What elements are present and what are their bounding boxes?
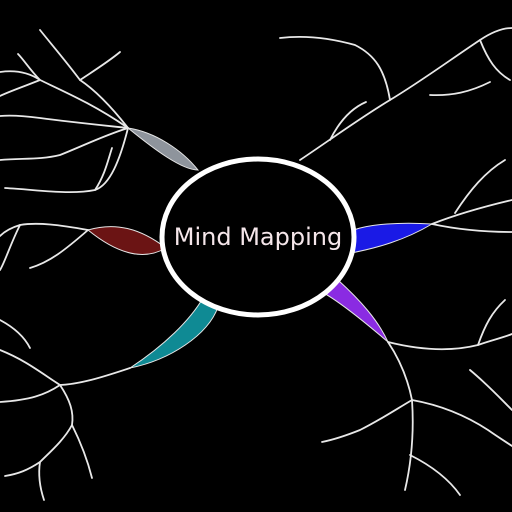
branch-lines bbox=[0, 27, 512, 501]
branch-line bbox=[0, 319, 31, 349]
branch-line bbox=[431, 223, 512, 233]
branch-right[interactable] bbox=[345, 222, 434, 255]
central-topic-ring[interactable] bbox=[159, 156, 357, 318]
branch-line bbox=[279, 35, 391, 101]
branch-line bbox=[38, 461, 45, 501]
branch-line bbox=[0, 70, 129, 129]
branch-line bbox=[299, 27, 512, 161]
branch-lower-left[interactable] bbox=[129, 297, 219, 369]
branch-line bbox=[477, 299, 506, 346]
branch-line bbox=[0, 79, 41, 97]
branch-line bbox=[321, 399, 413, 443]
branch-line bbox=[0, 222, 89, 237]
branch-line bbox=[479, 39, 511, 81]
branch-line bbox=[39, 29, 129, 129]
branch-line bbox=[17, 53, 41, 81]
branch-line bbox=[329, 101, 367, 141]
branch-line bbox=[4, 384, 74, 477]
branch-line bbox=[469, 369, 512, 411]
branch-line bbox=[0, 349, 131, 386]
branch-line bbox=[29, 229, 89, 269]
branch-line bbox=[431, 199, 512, 225]
branch-line bbox=[0, 127, 129, 161]
branch-line bbox=[0, 384, 61, 403]
branch-line bbox=[411, 399, 512, 447]
branch-line bbox=[409, 454, 461, 496]
branch-line bbox=[4, 127, 129, 194]
branch-line bbox=[0, 224, 21, 271]
branch-line bbox=[71, 424, 93, 479]
branch-line bbox=[387, 333, 512, 351]
branch-line bbox=[454, 159, 506, 214]
branch-left[interactable] bbox=[86, 226, 167, 255]
branch-line bbox=[0, 114, 129, 129]
branch-line bbox=[387, 341, 414, 491]
branch-line bbox=[429, 81, 491, 97]
central-topic-label: Mind Mapping bbox=[174, 223, 342, 251]
branch-line bbox=[94, 147, 113, 191]
branch-upper-left[interactable] bbox=[126, 127, 200, 171]
branch-line bbox=[79, 51, 121, 81]
